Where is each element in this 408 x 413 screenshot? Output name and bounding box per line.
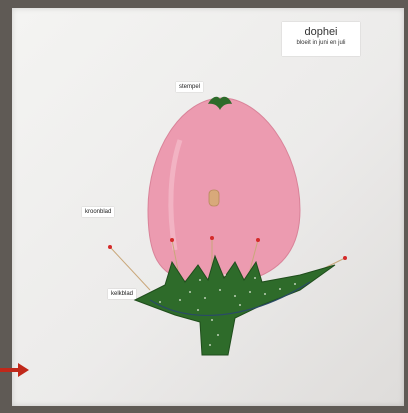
petal-label: kroonblad	[82, 207, 114, 217]
plant-subtitle: bloeit in juni en juli	[282, 39, 360, 47]
red-arrow-icon	[0, 362, 30, 378]
title-card: dophei bloeit in juni en juli	[282, 22, 360, 56]
stamen-label: stempel	[176, 82, 203, 92]
plant-title: dophei	[282, 26, 360, 39]
sepal-label: kelkblad	[108, 289, 136, 299]
pistil-knob	[209, 190, 219, 206]
